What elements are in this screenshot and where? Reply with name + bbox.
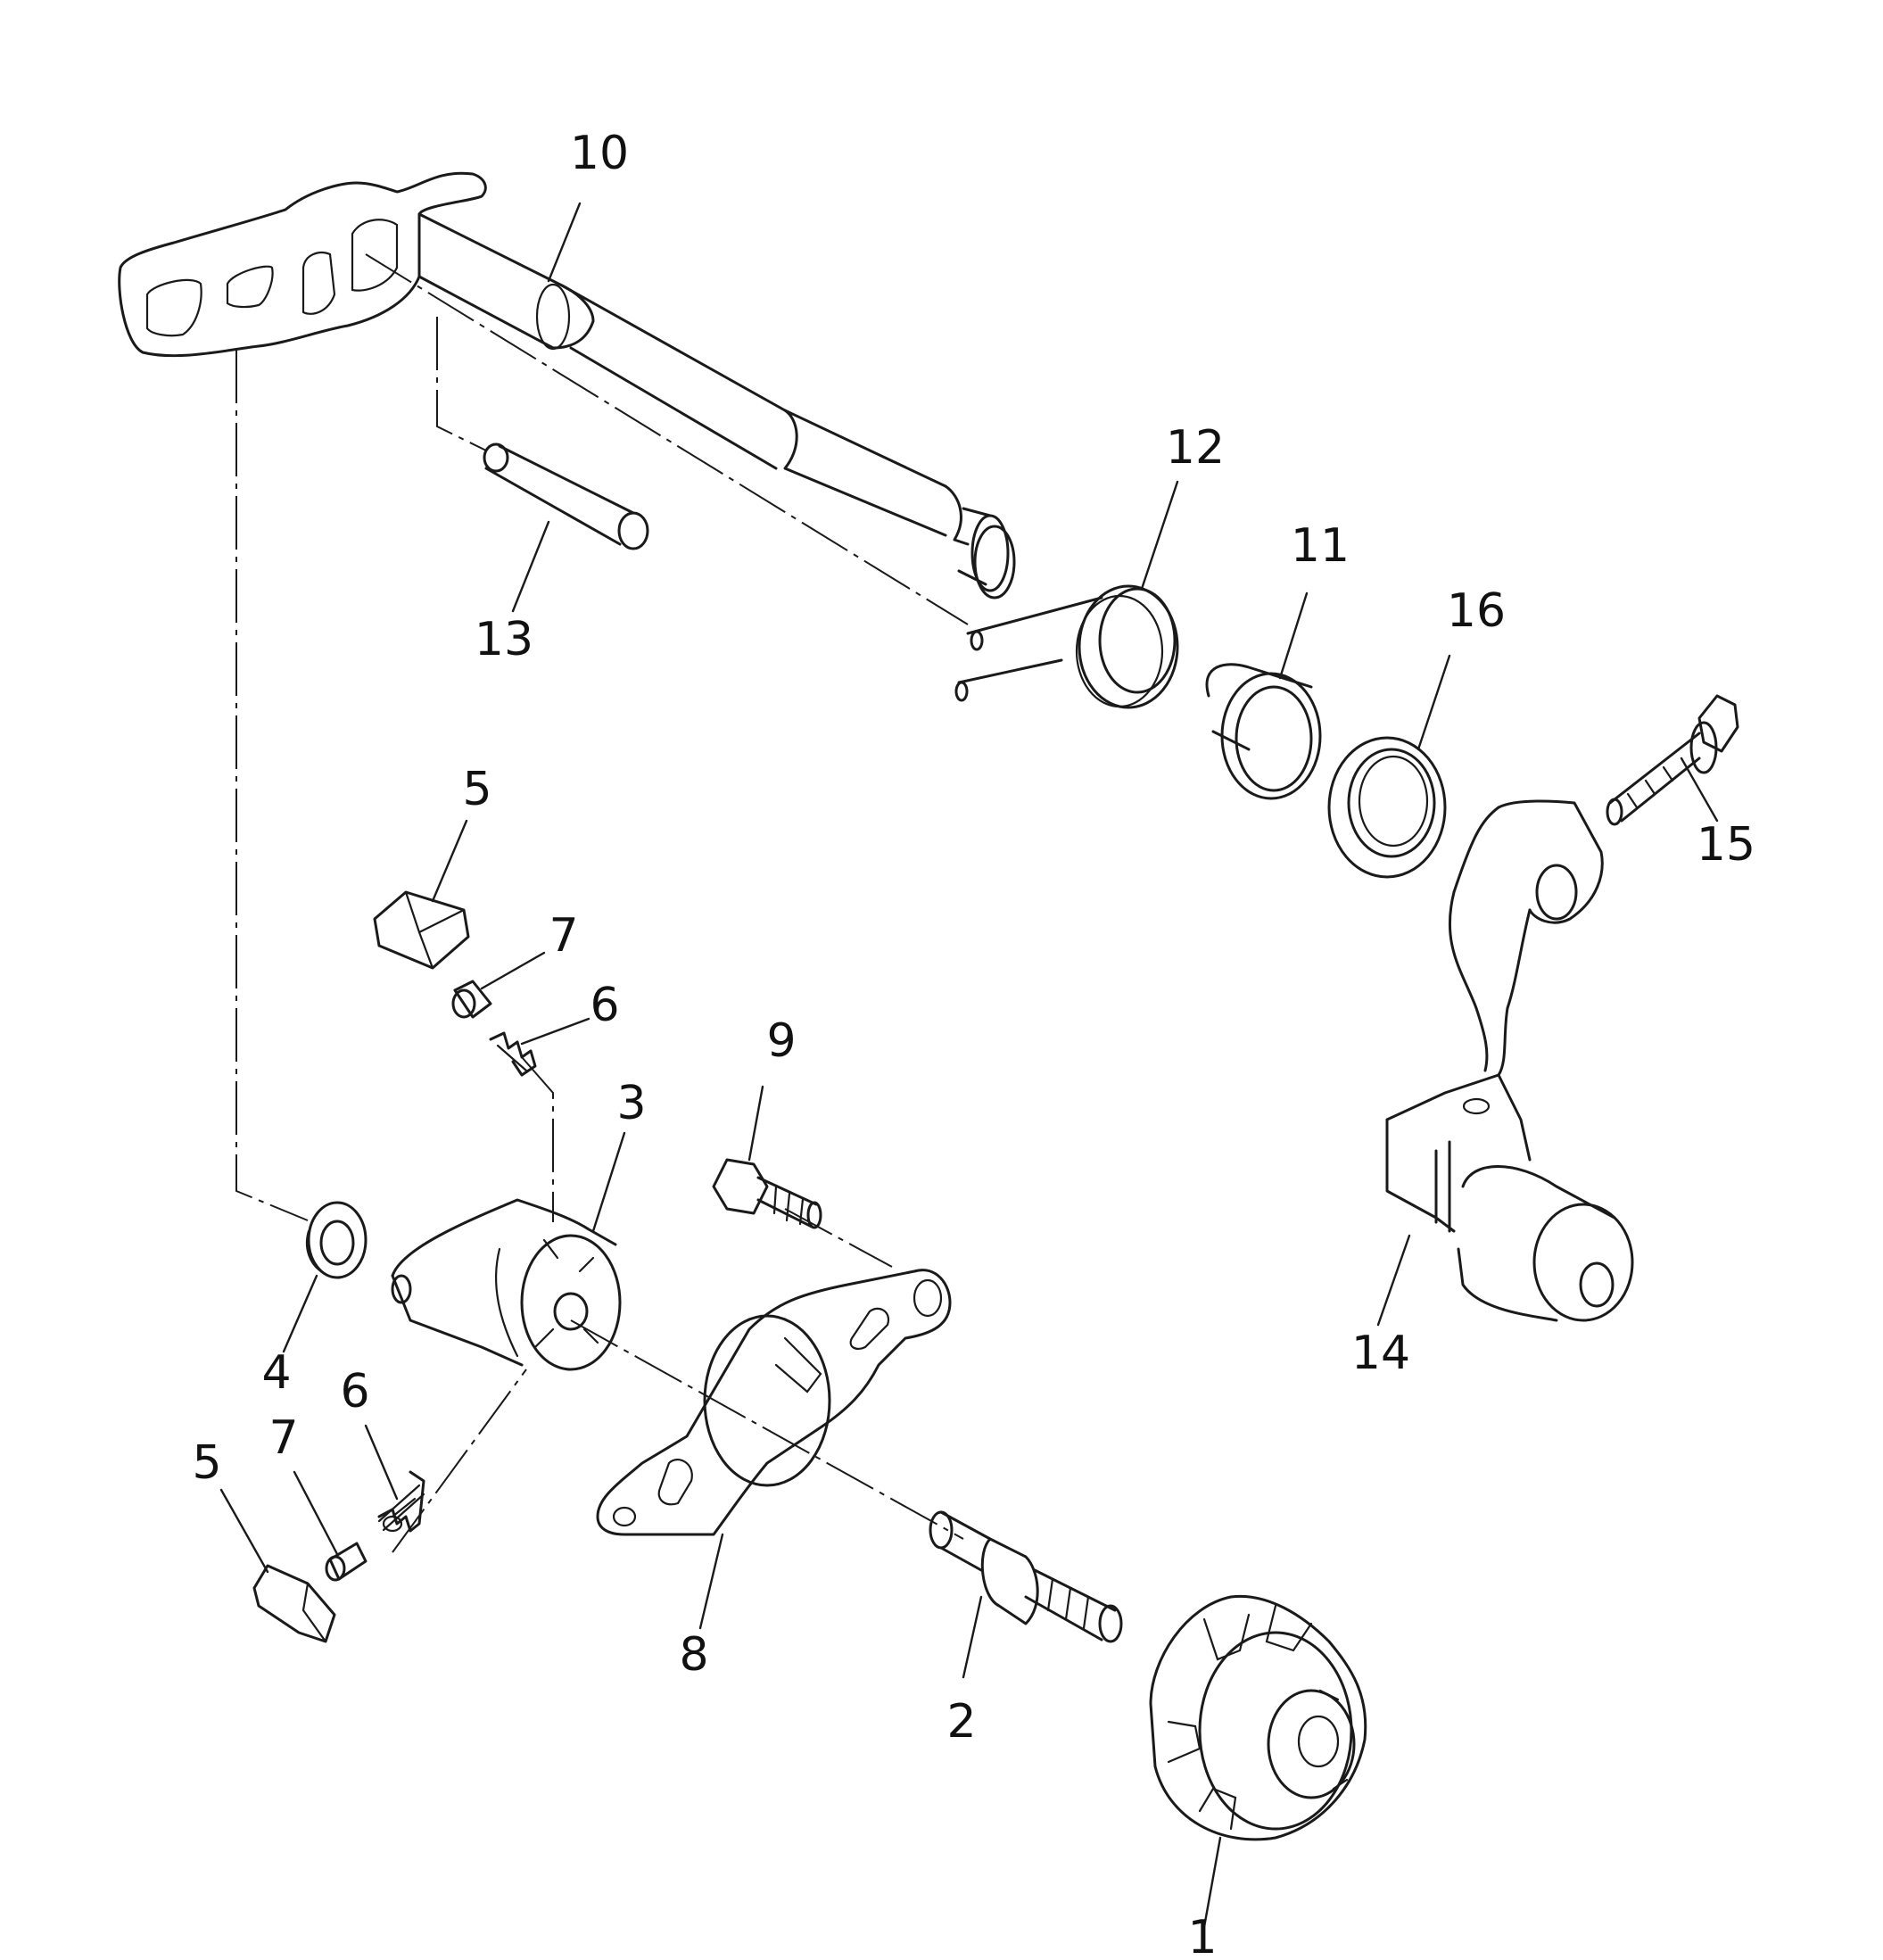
callout-1: 1 [1187, 1911, 1217, 1960]
spring-lower-part [377, 1470, 425, 1533]
pin-upper-part [451, 980, 492, 1019]
callout-10: 10 [570, 127, 629, 180]
pin-lower-part [325, 1542, 368, 1582]
washer-part [305, 1201, 368, 1279]
shift-shaft-part [118, 171, 1016, 600]
callout-6-upper: 6 [590, 979, 619, 1032]
torsion-spring-part [954, 584, 1179, 709]
dowel-pin-part [483, 442, 649, 550]
bolt-15-part [1606, 694, 1739, 826]
seal-part [1327, 736, 1447, 879]
guide-plate-part [596, 1269, 952, 1536]
callout-5-upper: 5 [462, 763, 491, 816]
callout-12: 12 [1166, 421, 1225, 475]
callout-5-lower: 5 [192, 1436, 221, 1490]
callout-15: 15 [1697, 818, 1755, 872]
pawl-upper-part [373, 890, 470, 970]
callout-13: 13 [475, 613, 533, 666]
callout-8: 8 [679, 1628, 708, 1682]
callout-7-upper: 7 [549, 909, 578, 963]
assembly-axis-lines [235, 253, 969, 1553]
callout-labels: 10 12 11 16 15 13 5 7 6 9 3 14 4 6 7 5 8… [192, 127, 1755, 1960]
stopper-bolt-part [929, 1510, 1123, 1643]
collar-part [1205, 663, 1322, 800]
callout-11: 11 [1291, 519, 1350, 573]
callout-14: 14 [1351, 1327, 1410, 1380]
leader-lines [219, 202, 1719, 1929]
callout-6-lower: 6 [340, 1365, 369, 1418]
spring-upper-part [489, 1031, 537, 1077]
pawl-lower-part [252, 1564, 336, 1643]
cam-part [1149, 1594, 1367, 1841]
callout-3: 3 [616, 1077, 646, 1130]
drum-segment-part [391, 1198, 622, 1371]
callout-9: 9 [766, 1014, 796, 1068]
bolt-9-part [712, 1158, 822, 1229]
shift-pedal-part [1385, 799, 1634, 1322]
callout-7-lower: 7 [268, 1411, 298, 1465]
callout-4: 4 [261, 1346, 291, 1400]
callout-2: 2 [946, 1695, 976, 1749]
callout-16: 16 [1447, 584, 1506, 638]
